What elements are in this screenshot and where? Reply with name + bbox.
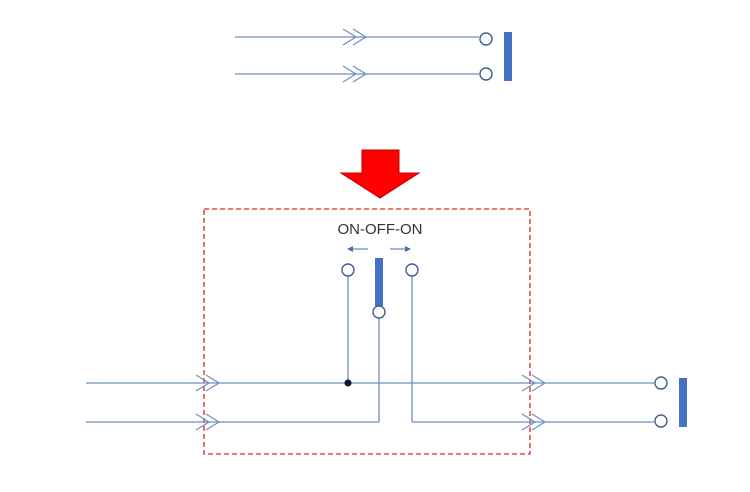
chevron-connector-icon bbox=[521, 374, 537, 392]
terminal-circle-icon bbox=[654, 414, 668, 428]
chevron-connector-icon bbox=[205, 374, 221, 392]
chevron-connector-icon bbox=[195, 413, 211, 431]
chevron-connector-icon bbox=[342, 28, 358, 46]
switch-lever bbox=[375, 258, 383, 306]
chevron-connector-icon bbox=[352, 65, 368, 83]
chevron-connector-icon bbox=[205, 413, 221, 431]
chevron-connector-icon bbox=[521, 413, 537, 431]
junction-dot bbox=[344, 379, 352, 387]
terminal-circle-icon bbox=[341, 263, 355, 277]
switch-assembly bbox=[341, 258, 419, 422]
down-arrow-icon bbox=[339, 149, 421, 199]
terminal-circle-icon bbox=[479, 32, 493, 46]
left-direction-arrow bbox=[347, 246, 368, 252]
chevron-connector-icon bbox=[531, 374, 547, 392]
terminal-bar bbox=[504, 32, 512, 81]
terminal-circle-icon bbox=[372, 305, 386, 319]
chevron-connector-icon bbox=[531, 413, 547, 431]
terminal-circle-icon bbox=[479, 67, 493, 81]
chevron-connector-icon bbox=[352, 28, 368, 46]
modified-wiring bbox=[86, 374, 687, 431]
terminal-circle-icon bbox=[405, 263, 419, 277]
switch-region-box bbox=[203, 208, 531, 455]
chevron-connector-icon bbox=[342, 65, 358, 83]
right-direction-arrow bbox=[390, 246, 411, 252]
chevron-connector-icon bbox=[195, 374, 211, 392]
terminal-circle-icon bbox=[654, 376, 668, 390]
terminal-bar bbox=[679, 378, 687, 427]
original-wiring bbox=[235, 28, 512, 83]
switch-label: ON-OFF-ON bbox=[338, 221, 423, 238]
